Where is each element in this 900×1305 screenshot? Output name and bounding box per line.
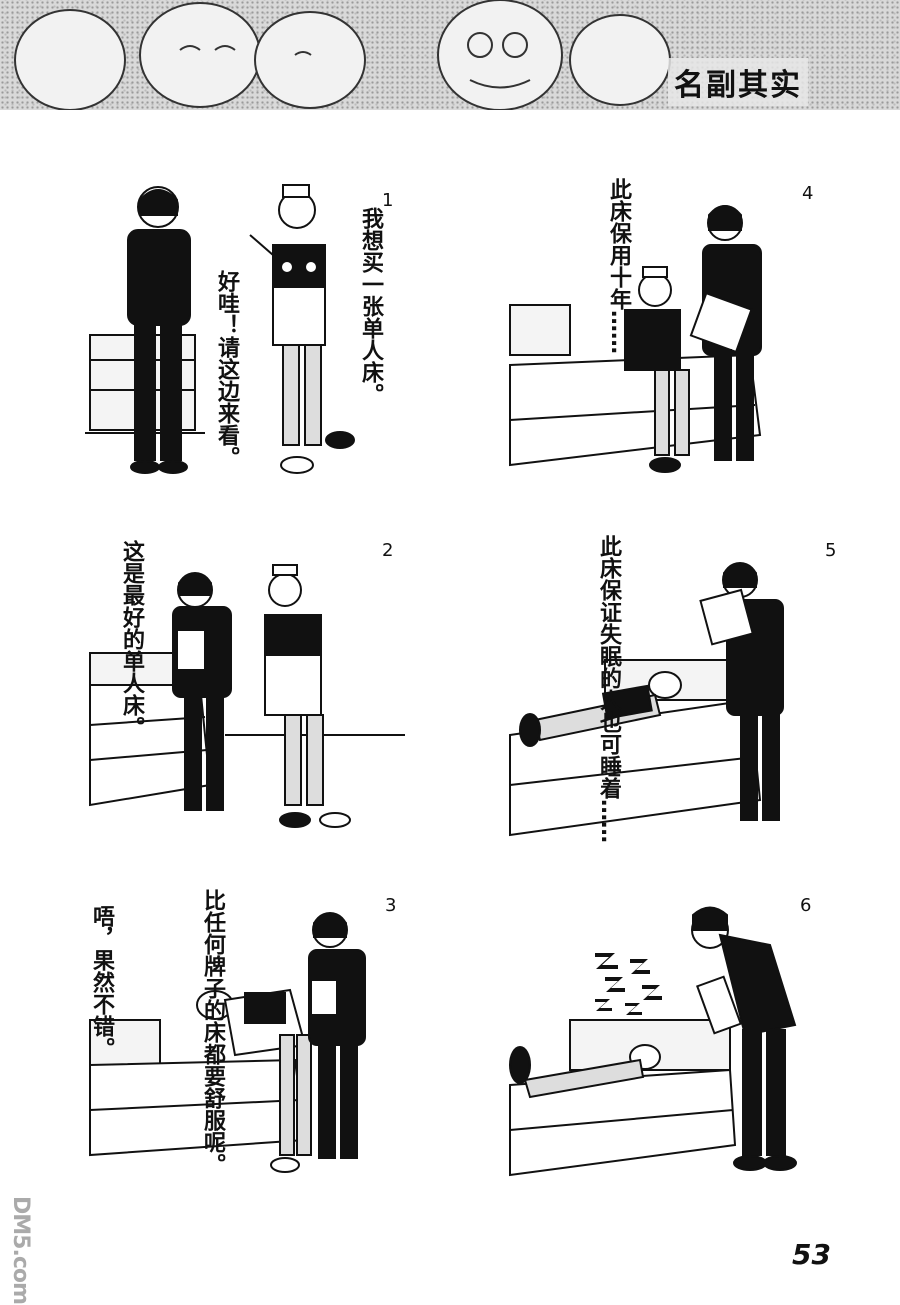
panel-number: 2 [382,540,394,561]
comic-panel-2: 2 这是最好的单人床。 [85,535,415,865]
speech-balloon: 唔，果然不错。 [89,905,114,1059]
speech-balloon: 比任何牌子的床都要舒服呢。 [200,889,225,1175]
panel-number: 6 [800,895,812,916]
comic-panel-4: 4 此床保用十年…… [505,175,835,505]
panel-number: 4 [802,183,814,204]
header-character-art [14,0,671,110]
panel-5-artwork [509,562,784,837]
header-band: 名副其实 [0,0,900,110]
panel-4-artwork [509,205,762,473]
zzz-icon [595,953,662,1015]
panel-number: 1 [382,190,394,211]
watermark-logo: DM5.com [8,1196,44,1304]
panel-number: 3 [385,895,397,916]
speech-balloon: 此床保证失眠的人也可睡着…… [595,535,621,843]
panel-6-artwork [509,906,797,1177]
comic-panel-1: 1 我想买一张单人床。 好哇！请这边来看。 [85,175,415,505]
watermark-text: DM5.com [8,1196,33,1304]
panel-2-artwork [89,564,405,828]
comic-panel-5: 5 此床保证失眠的人也可睡着…… [505,535,837,865]
panel-3-artwork [89,912,366,1173]
speech-balloon: 我想买一张单人床。 [358,207,383,405]
speech-balloon: 这是最好的单人床。 [119,540,144,738]
page-title: 名副其实 [668,58,808,106]
page-number: 53 [792,1238,831,1271]
panel-1-artwork [85,184,355,474]
comic-panel-6: 6 [505,885,835,1215]
speech-balloon: 好哇！请这边来看。 [214,270,239,468]
panel-number: 5 [825,540,837,561]
comic-panel-3: 3 比任何牌子的床都要舒服呢。 唔，果然不错。 [85,885,415,1215]
speech-balloon: 此床保用十年…… [606,178,631,354]
